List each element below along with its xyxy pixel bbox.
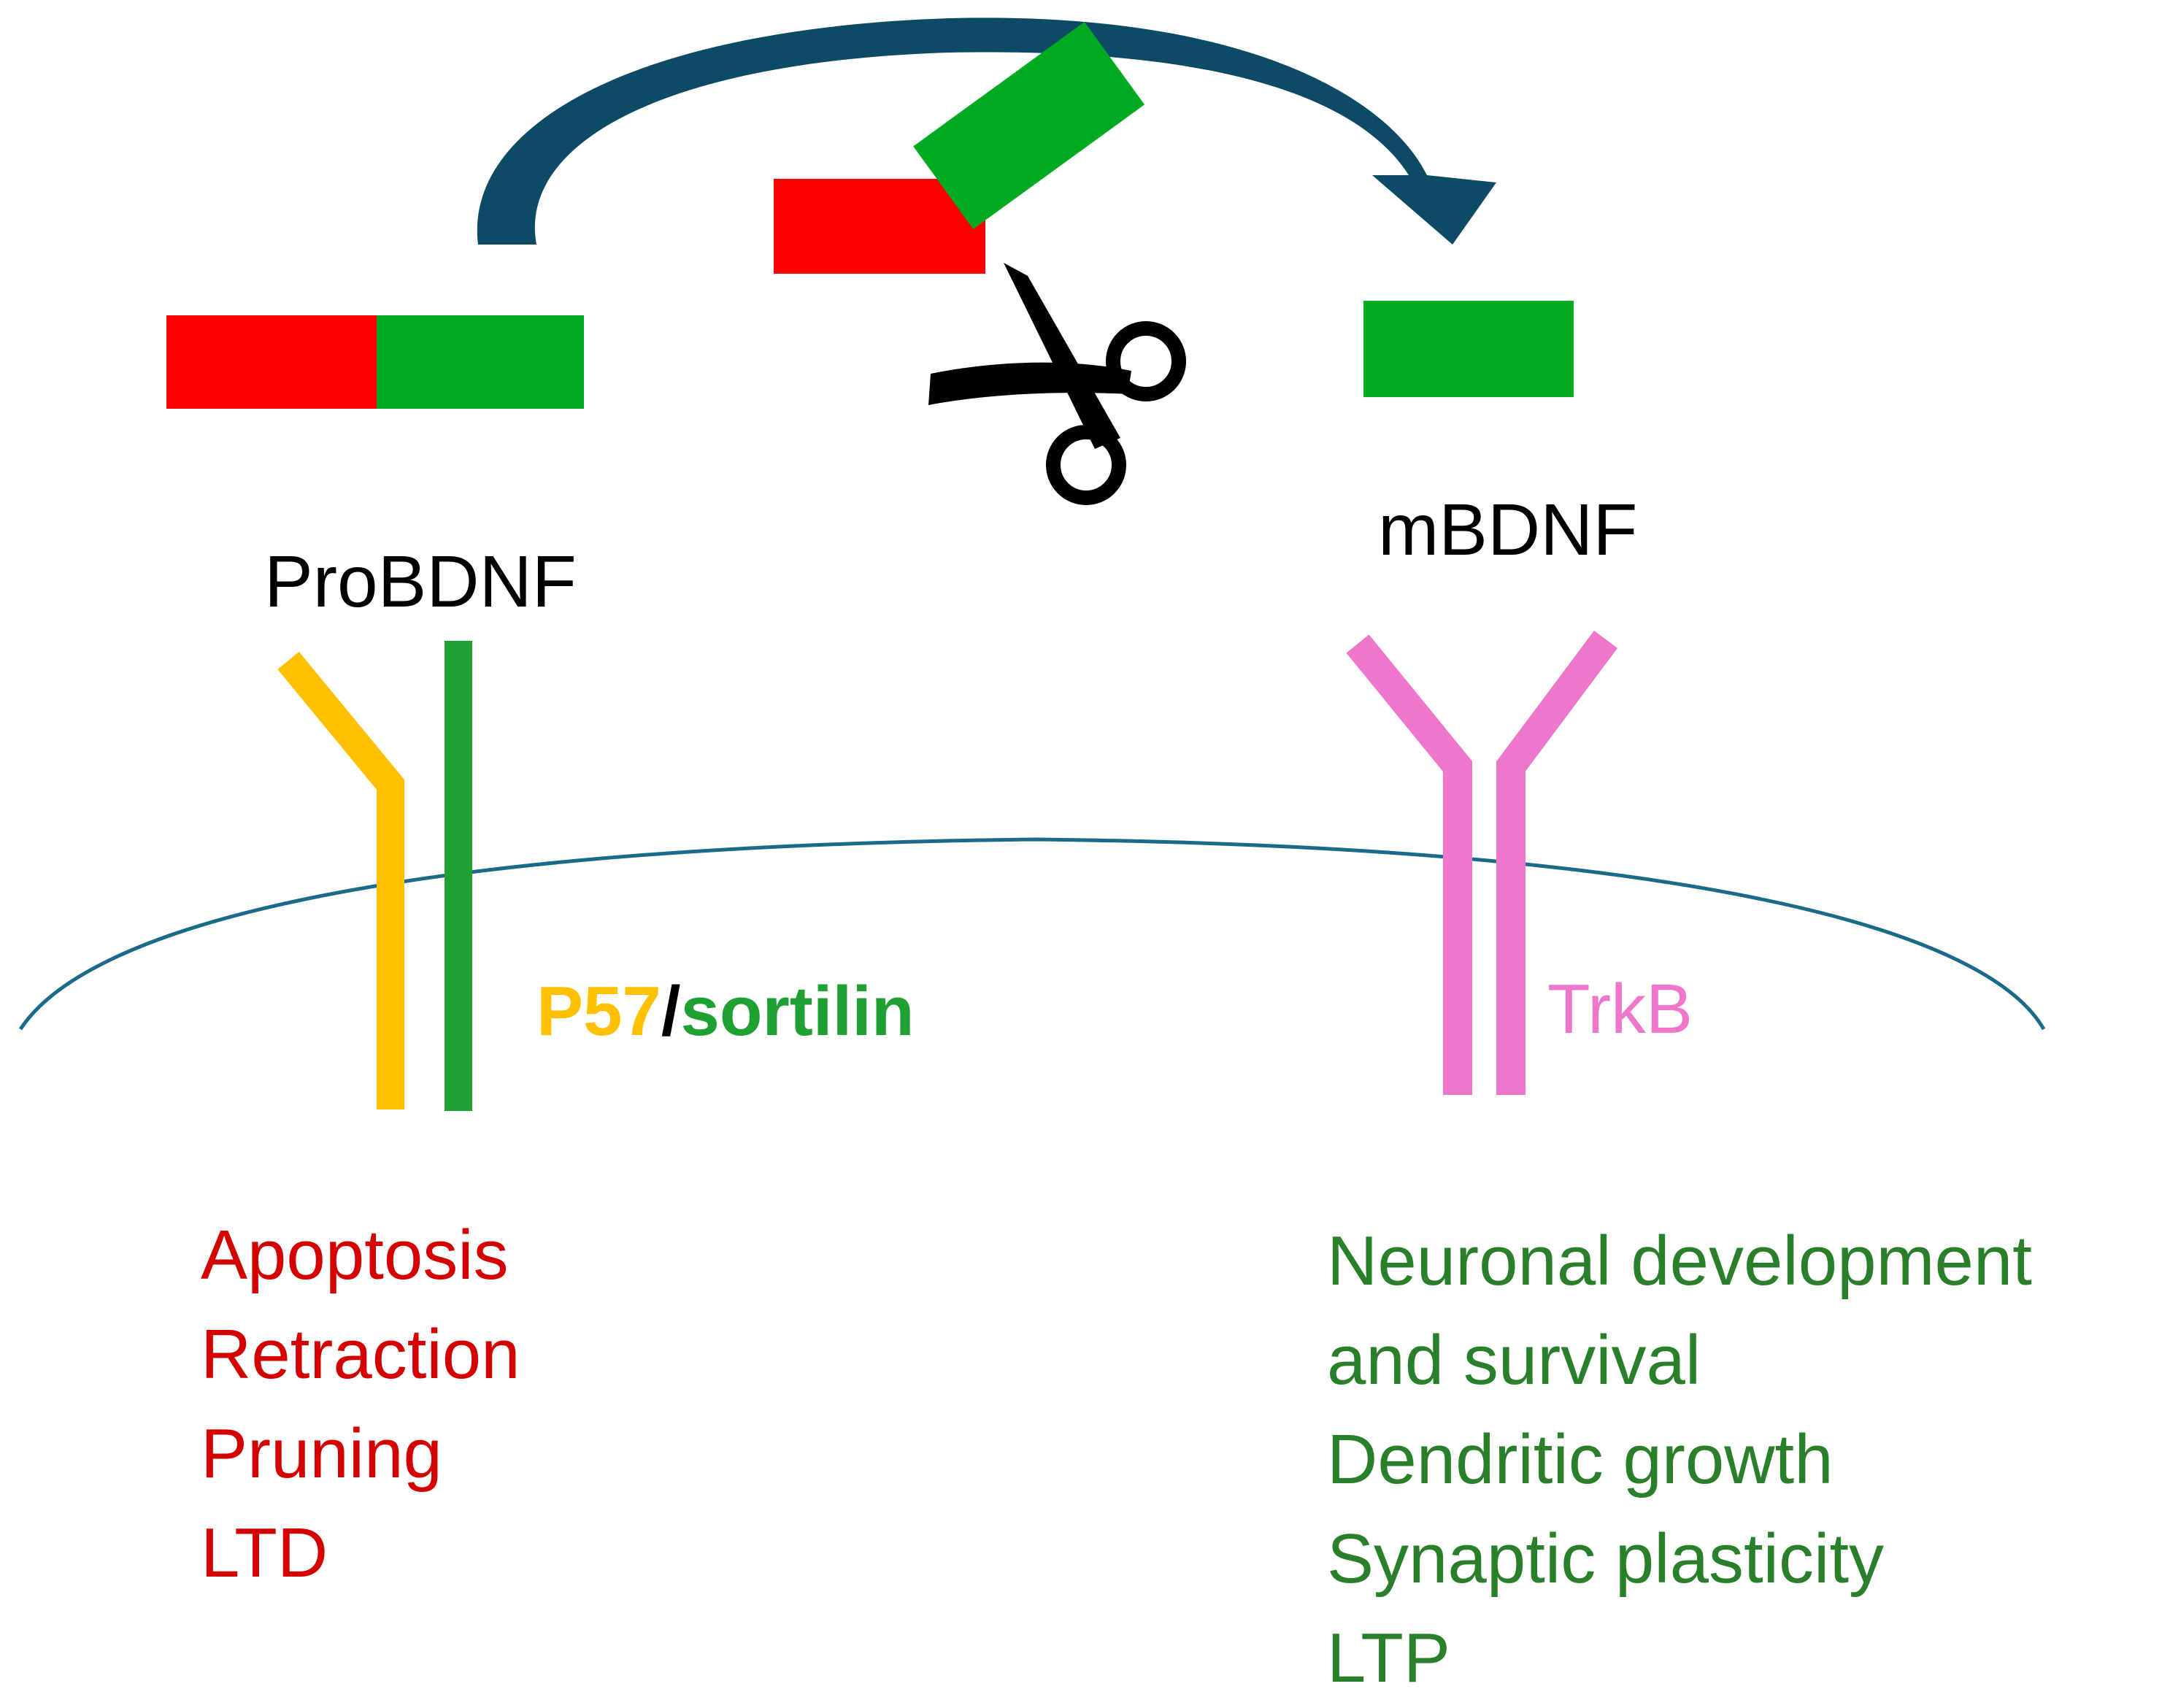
mature-effect-item: Synaptic plasticity	[1327, 1520, 1884, 1598]
pro-effect-item: LTD	[201, 1514, 328, 1592]
p57-receptor	[277, 651, 404, 1109]
sortilin-label: sortilin	[680, 972, 915, 1050]
cleaved-mature-domain	[913, 22, 1145, 229]
mature-effect-item: Neuronal development	[1327, 1222, 2032, 1300]
probdnf-prodomain	[166, 315, 377, 409]
slash-label: /	[661, 972, 681, 1050]
scissors-icon	[928, 263, 1186, 505]
cleavage-arrow	[477, 18, 1496, 245]
trkb-label: TrkB	[1547, 970, 1693, 1048]
pro-effect-item: Apoptosis	[201, 1216, 509, 1294]
cleaved-fragments	[774, 22, 1145, 274]
trkb-receptor	[1346, 631, 1618, 1095]
p57-sortilin-label: P57/sortilin	[536, 977, 915, 1047]
mbdnf-label: mBDNF	[1378, 489, 1638, 571]
pro-effect-item: Pruning	[201, 1415, 442, 1493]
mature-effect-item: Dendritic growth	[1327, 1420, 1834, 1499]
p57-label: P57	[536, 972, 661, 1050]
pro-effect-item: Retraction	[201, 1315, 520, 1393]
probdnf-molecule	[166, 315, 584, 409]
probdnf-mature-domain	[377, 315, 584, 409]
mbdnf-molecule	[1363, 301, 1574, 397]
mature-effects-list: Neuronal development and survival Dendri…	[1327, 1212, 2032, 1708]
probdnf-label: ProBDNF	[264, 541, 577, 623]
cell-membrane	[18, 837, 2046, 1031]
pro-effects-list: Apoptosis Retraction Pruning LTD	[201, 1206, 520, 1603]
mature-effect-item: LTP	[1327, 1619, 1450, 1697]
mature-effect-item: and survival	[1327, 1321, 1701, 1399]
